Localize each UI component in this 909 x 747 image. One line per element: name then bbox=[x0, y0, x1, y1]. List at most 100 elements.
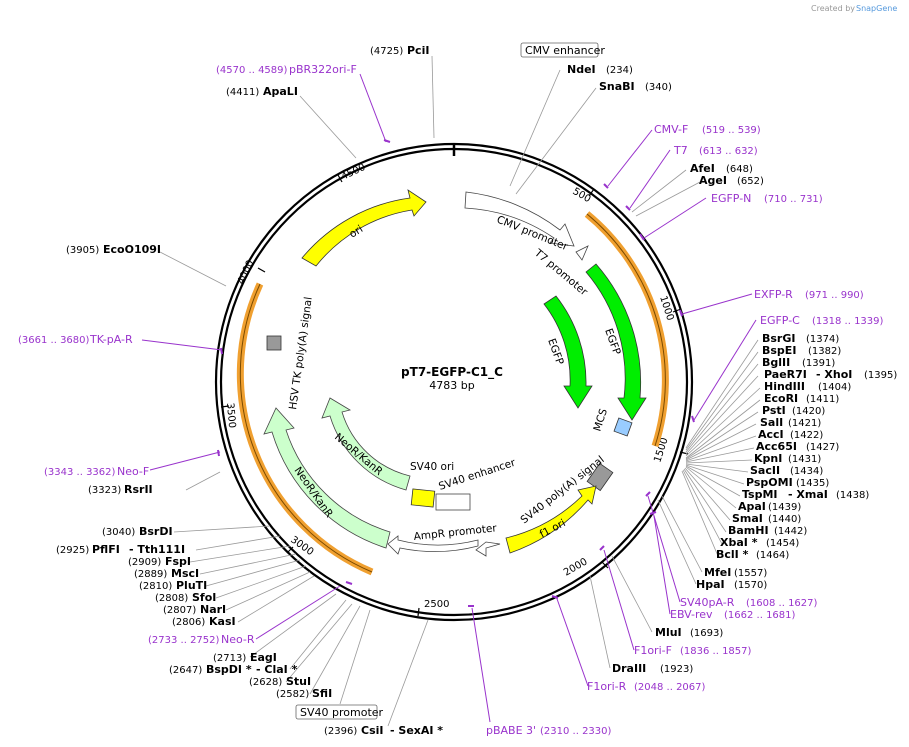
enzyme-pos: (1435) bbox=[796, 478, 829, 489]
primer-name: T7 bbox=[673, 144, 688, 157]
enzyme-pos: (3323) bbox=[88, 485, 121, 496]
enzyme-pos: (648) bbox=[726, 164, 753, 175]
egfp-inner-arrow bbox=[543, 295, 593, 409]
sv40-polya-block bbox=[586, 462, 614, 492]
primer-name: CMV-F bbox=[654, 123, 688, 136]
primer-name: SV40pA-R bbox=[680, 596, 735, 609]
enzyme-pos: (1557) bbox=[734, 568, 767, 579]
enzyme-leader-lines bbox=[159, 55, 761, 727]
primer-name: Neo-F bbox=[117, 465, 149, 478]
primer-pos: (1608 .. 1627) bbox=[746, 598, 818, 609]
primer-name: EBV-rev bbox=[670, 608, 713, 621]
enzyme-name: TspMI bbox=[742, 488, 778, 501]
enzyme-name: KpnI bbox=[754, 452, 782, 465]
primer-pos: (2733 .. 2752) bbox=[148, 635, 220, 646]
enzyme-name: PluTI bbox=[176, 579, 207, 592]
primer-name: Neo-R bbox=[221, 633, 255, 646]
enzyme-pos: (2808) bbox=[155, 593, 188, 604]
enzyme-pos: (4411) bbox=[226, 87, 259, 98]
enzyme-name: BamHI bbox=[728, 524, 769, 537]
enzyme-name: BsrDI bbox=[139, 525, 173, 538]
plasmid-size: 4783 bp bbox=[429, 379, 474, 392]
enzyme-name: AfeI bbox=[690, 162, 715, 175]
ampr-promoter-small bbox=[475, 541, 501, 557]
enzyme-name: AgeI bbox=[699, 174, 727, 187]
primer-pos: (2310 .. 2330) bbox=[540, 726, 612, 737]
enzyme-pos: (1440) bbox=[768, 514, 801, 525]
label-sv40-ori: SV40 ori bbox=[410, 461, 454, 473]
enzyme-name: SmaI bbox=[732, 512, 763, 525]
enzyme-pos: (1421) bbox=[788, 418, 821, 429]
primer-pos: (4570 .. 4589) bbox=[216, 65, 288, 76]
enzyme-name: SfoI bbox=[192, 591, 216, 604]
enzyme-name: SnaBI bbox=[599, 80, 635, 93]
enzyme-pos: (2647) bbox=[169, 665, 202, 676]
sv40-enhancer-block bbox=[435, 493, 471, 511]
enzyme-name: PciI bbox=[407, 44, 429, 57]
enzyme-labels-right: NdeI (234) SnaBI (340) AfeI (648) AgeI (… bbox=[567, 63, 897, 675]
enzyme-pos: (1923) bbox=[660, 664, 693, 675]
primer-marks bbox=[217, 139, 695, 607]
primer-name: pBR322ori-F bbox=[289, 63, 357, 76]
enzyme-name: NdeI bbox=[567, 63, 596, 76]
enzyme-name: EcoO109I bbox=[103, 243, 161, 256]
enzyme-name: KasI bbox=[209, 615, 236, 628]
primer-name: EXFP-R bbox=[754, 288, 793, 301]
enzyme-name: RsrII bbox=[124, 483, 153, 496]
enzyme-name: MfeI bbox=[704, 566, 731, 579]
enzyme-extra: - Tth111I bbox=[129, 543, 185, 556]
label-sv40-promoter: SV40 promoter bbox=[300, 706, 384, 719]
primer-pos: (3661 .. 3680) bbox=[18, 335, 90, 346]
enzyme-name: FspI bbox=[165, 555, 191, 568]
enzyme-name: HindIII bbox=[764, 380, 805, 393]
primer-labels: (4570 .. 4589) pBR322ori-F (3661 .. 3680… bbox=[18, 63, 884, 737]
enzyme-pos: (2807) bbox=[163, 605, 196, 616]
cmv-promoter-arrow bbox=[464, 191, 575, 247]
enzyme-name: EagI bbox=[250, 651, 277, 664]
primer-pos: (1318 .. 1339) bbox=[812, 316, 884, 327]
enzyme-pos: (652) bbox=[737, 176, 764, 187]
ampr-promoter-arrow bbox=[387, 535, 479, 555]
created-by-text: Created by bbox=[811, 4, 855, 13]
primer-name: pBABE 3' bbox=[486, 724, 536, 737]
enzyme-name: HpaI bbox=[696, 578, 725, 591]
label-neor-outer: NeoR/KanR bbox=[292, 465, 335, 520]
enzyme-name: SacII bbox=[750, 464, 780, 477]
enzyme-pos: (1454) bbox=[766, 538, 799, 549]
enzyme-pos: (1411) bbox=[806, 394, 839, 405]
enzyme-pos: (2925) bbox=[56, 545, 89, 556]
label-mcs: MCS bbox=[591, 407, 610, 433]
mcs-box bbox=[613, 417, 633, 437]
enzyme-name: PaeR7I bbox=[764, 368, 807, 381]
enzyme-pos: (2713) bbox=[213, 653, 246, 664]
label-ampr-promoter: AmpR promoter bbox=[413, 522, 498, 543]
enzyme-pos: (1434) bbox=[790, 466, 823, 477]
tick-label-500: 500 bbox=[571, 186, 593, 205]
enzyme-labels: (4725) PciI (4411) ApaLI (3905) EcoO109I… bbox=[56, 44, 443, 737]
label-hsv-tk: HSV TK poly(A) signal bbox=[287, 296, 315, 410]
enzyme-pos: (3040) bbox=[102, 527, 135, 538]
primer-pos: (1662 .. 1681) bbox=[724, 610, 796, 621]
primer-pos: (3343 .. 3362) bbox=[44, 467, 116, 478]
enzyme-name: Acc65I bbox=[756, 440, 797, 453]
enzyme-name: SalI bbox=[760, 416, 783, 429]
enzyme-name: BclI * bbox=[716, 548, 749, 561]
enzyme-pos: (340) bbox=[645, 82, 672, 93]
enzyme-pos: (1395) bbox=[864, 370, 897, 381]
enzyme-name: PspOMI bbox=[746, 476, 793, 489]
primer-pos: (613 .. 632) bbox=[699, 146, 758, 157]
enzyme-pos: (4725) bbox=[370, 46, 403, 57]
primer-pos: (1836 .. 1857) bbox=[680, 646, 752, 657]
enzyme-pos: (1442) bbox=[774, 526, 807, 537]
enzyme-pos: (2582) bbox=[276, 689, 309, 700]
primer-pos: (519 .. 539) bbox=[702, 125, 761, 136]
neor-inner-arrow bbox=[321, 397, 411, 491]
neo-cds-inner-line bbox=[239, 283, 373, 573]
egfp-outer-arrow bbox=[585, 263, 647, 421]
tick-label-4000: 4000 bbox=[236, 259, 257, 287]
primer-pos: (971 .. 990) bbox=[805, 290, 864, 301]
f1-ori-arrow bbox=[505, 485, 597, 554]
enzyme-pos: (234) bbox=[606, 65, 633, 76]
egfp-cds-inner-line bbox=[586, 213, 666, 447]
